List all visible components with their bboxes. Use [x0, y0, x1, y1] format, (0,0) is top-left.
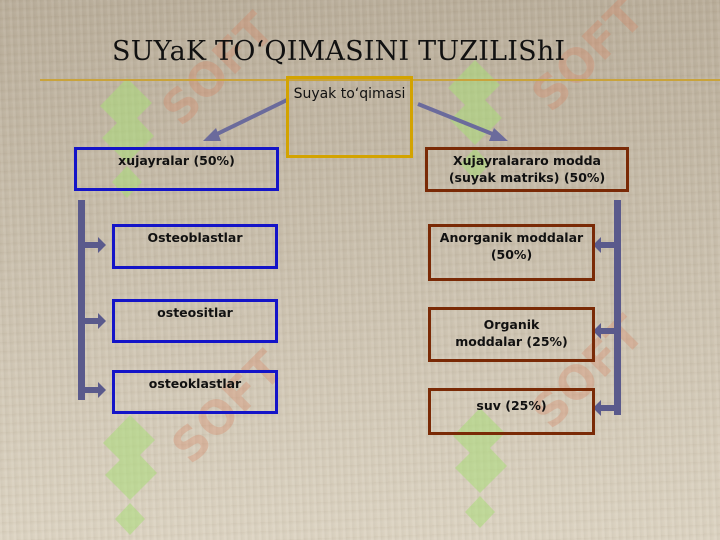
- left-item-label: osteoklastlar: [148, 376, 242, 391]
- right-item-label: Anorganik moddalar (50%): [439, 230, 584, 262]
- right-bracket-bar: [614, 200, 621, 415]
- left-item-osteoblasts: Osteoblastlar: [112, 224, 278, 269]
- left-item-label: osteositlar: [157, 305, 233, 320]
- right-item-water: suv (25%): [428, 388, 595, 435]
- watermark-leaf-icon: [103, 415, 157, 535]
- page-title: SUYaK TO‘QIMASINI TUZILIShI: [112, 36, 566, 67]
- watermark-leaf-icon: [448, 60, 502, 180]
- left-header-label: xujayralar (50%): [118, 153, 235, 168]
- right-item-label: suv (25%): [476, 398, 547, 413]
- left-item-osteocytes: osteositlar: [112, 299, 278, 343]
- left-item-osteoclasts: osteoklastlar: [112, 370, 278, 414]
- title-divider: [40, 79, 720, 81]
- root-node: Suyak to‘qimasi: [286, 76, 413, 158]
- root-label: Suyak to‘qimasi: [293, 86, 406, 102]
- right-item-label: Organik moddalar (25%): [455, 317, 568, 349]
- left-header-node: xujayralar (50%): [74, 147, 279, 191]
- right-item-organic: Organik moddalar (25%): [428, 307, 595, 362]
- right-header-node: Xujayralararo modda (suyak matriks) (50%…: [425, 147, 629, 192]
- right-header-label: Xujayralararo modda (suyak matriks) (50%…: [448, 153, 606, 185]
- left-item-label: Osteoblastlar: [147, 230, 243, 245]
- watermark-leaf-icon: [453, 408, 507, 528]
- right-item-inorganic: Anorganik moddalar (50%): [428, 224, 595, 281]
- left-bracket-bar: [78, 200, 85, 400]
